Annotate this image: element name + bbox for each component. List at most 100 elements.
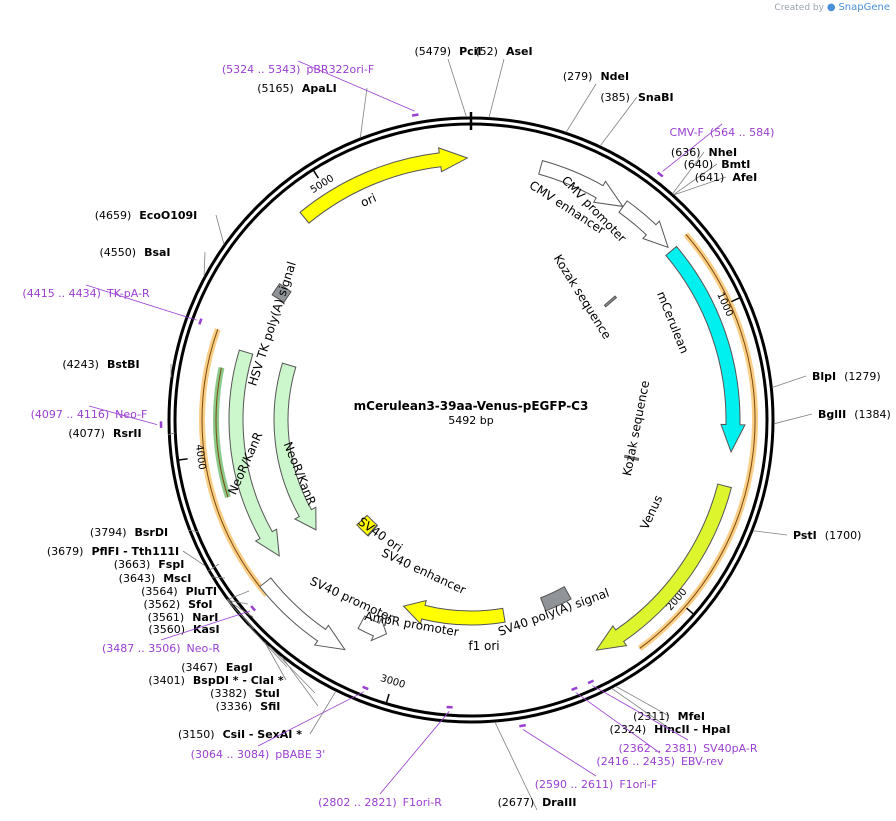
primer-cmv-f[interactable]: CMV-F(564 .. 584): [656, 123, 775, 178]
site-text: (3663) FspI: [114, 558, 185, 571]
site-name: BglII: [818, 408, 846, 421]
site-psti[interactable]: PstI(1700): [752, 529, 861, 542]
site-text: (3564)PluTI: [141, 585, 217, 598]
site-text: (3561)NarI: [148, 611, 219, 624]
site-name: RsrII: [113, 427, 142, 440]
site-pflfi-tth111i[interactable]: (3679)PflFI - Tth111I: [47, 545, 206, 567]
primer-neo-r[interactable]: (3487 .. 3506)Neo-R: [102, 605, 257, 655]
site-position: (4550): [99, 246, 136, 259]
site-ndei[interactable]: (279)NdeI: [563, 70, 629, 133]
site-text: (5165)ApaLI: [257, 82, 337, 95]
primer-ebv-rev[interactable]: (2416 .. 2435)EBV-rev: [571, 686, 724, 768]
primer-tk-pa-r[interactable]: (4415 .. 4434)TK-pA-R: [22, 284, 203, 325]
site-pluti[interactable]: (3564)PluTI: [141, 585, 250, 601]
site-name: BstBI: [107, 358, 140, 371]
primer-pbabe-3-[interactable]: (3064 .. 3084)pBABE 3': [191, 685, 369, 761]
primer-neo-f[interactable]: (4097 .. 4116)Neo-F: [31, 405, 163, 428]
site-position: (3467): [181, 661, 218, 674]
site-position: (3794): [90, 526, 127, 539]
site-bstbi[interactable]: (4243)BstBI: [62, 358, 172, 378]
site-fspi[interactable]: (3663) FspI: [114, 558, 220, 572]
site-bspdi-clai-[interactable]: (3401)BspDI * - ClaI *: [148, 641, 287, 687]
primer-bar: [411, 113, 419, 117]
feature-sv40-poly-a-signal[interactable]: SV40 poly(A) signal: [496, 586, 611, 639]
site-eagi[interactable]: (3467)EagI: [181, 625, 288, 674]
site-text: (4550)BsaI: [99, 246, 170, 259]
primer-sv40pa-r[interactable]: (2362 .. 2381)SV40pA-R: [587, 679, 758, 755]
feature-sv40-ori[interactable]: SV40 ori: [356, 514, 405, 554]
site-nari[interactable]: (3561)NarI: [148, 600, 254, 624]
site-position: (5479): [414, 45, 451, 58]
site-name: MfeI: [678, 710, 705, 723]
site-name: PciI: [459, 45, 481, 58]
primer-range: (3487 .. 3506): [102, 642, 181, 655]
site-hincii-hpai[interactable]: (2324)HincII - HpaI: [610, 688, 731, 736]
tick-label: 4000: [193, 444, 207, 471]
site-pcii[interactable]: (5479) PciI: [414, 45, 482, 118]
feature-kozak-sequence[interactable]: Kozak sequence: [620, 379, 652, 477]
feature-shape: [357, 615, 388, 642]
site-bsai[interactable]: (4550)BsaI: [99, 246, 206, 277]
site-kasi[interactable]: (3560)KasI: [148, 600, 255, 636]
site-position: (385): [600, 91, 630, 104]
snapgene-logo-icon: ●: [826, 2, 836, 13]
site-name: NheI: [709, 146, 738, 159]
site-ecoo109i[interactable]: (4659) EcoO109I: [95, 209, 225, 245]
site-leader-line: [447, 58, 467, 118]
site-apali[interactable]: (5165)ApaLI: [257, 82, 368, 139]
feature-shape: [665, 245, 746, 454]
site-stui[interactable]: (3382)StuI: [210, 645, 316, 700]
primer-layer: (5324 .. 5343)pBR322ori-F CMV-F(564 .. 58…: [22, 60, 775, 809]
feature-shape: [402, 599, 506, 626]
site-position: (4659): [95, 209, 132, 222]
site-name: BspDI * - ClaI *: [193, 674, 284, 687]
feature-shape: [623, 454, 640, 461]
site-name: DraIII: [542, 796, 576, 809]
site-name: FspI: [158, 558, 184, 571]
site-bsrdi[interactable]: (3794)BsrDI: [90, 526, 200, 539]
site-blpi[interactable]: BlpI(1279): [772, 370, 881, 388]
site-position: (2311): [633, 710, 670, 723]
site-mfei[interactable]: (2311) MfeI: [615, 685, 705, 723]
site-snabi[interactable]: (385)SnaBI: [599, 91, 674, 147]
site-leader-line: [264, 641, 287, 681]
primer-leader-line: [592, 685, 689, 741]
feature-shape: [539, 585, 572, 612]
primer-f1ori-r[interactable]: (2802 .. 2821)F1ori-R: [318, 705, 453, 809]
site-sfoi[interactable]: (3562)SfoI: [144, 598, 249, 611]
site-bmti[interactable]: (640)BmtI: [673, 158, 751, 195]
feature-label: SV40 enhancer: [379, 546, 468, 597]
site-leader-line: [227, 600, 254, 618]
site-msci[interactable]: (3643)MscI: [119, 572, 226, 585]
site-name: PflFI - Tth111I: [91, 545, 179, 558]
site-afei[interactable]: (641)AfeI: [673, 171, 757, 196]
primer-leader-line: [85, 284, 197, 321]
site-leader-line: [269, 645, 316, 694]
site-name: AseI: [506, 45, 533, 58]
feature-f1-ori[interactable]: f1 ori: [402, 599, 506, 653]
site-rsrii[interactable]: (4077)RsrII: [68, 427, 176, 440]
primer-pbr322ori-f[interactable]: (5324 .. 5343)pBR322ori-F: [222, 60, 419, 117]
feature-neor-kanr[interactable]: NeoR/KanR: [273, 362, 319, 531]
feature-shape: [618, 200, 669, 249]
site-name: BmtI: [721, 158, 750, 171]
primer-text: (4415 .. 4434)TK-pA-R: [22, 287, 150, 300]
site-text: (640)BmtI: [684, 158, 751, 171]
site-position: (3336): [216, 700, 253, 713]
primer-f1ori-f[interactable]: (2590 .. 2611)F1ori-F: [519, 723, 657, 791]
site-bglii[interactable]: BglII(1384): [773, 408, 891, 425]
site-csii-sexai-[interactable]: (3150)CsiI - SexAI *: [178, 691, 337, 741]
tick-mark: [385, 693, 390, 704]
site-text: (52)AseI: [475, 45, 532, 58]
site-name: EcoO109I: [139, 209, 197, 222]
feature-kozak-sequence[interactable]: Kozak sequence: [551, 252, 618, 342]
site-leader-line: [673, 176, 727, 196]
feature-shape: [259, 577, 346, 651]
site-position: (3663): [114, 558, 151, 571]
feature-ori[interactable]: ori: [299, 147, 469, 224]
site-asei[interactable]: (52)AseI: [475, 45, 533, 118]
site-leader-line: [226, 590, 250, 601]
site-leader-line: [211, 576, 226, 579]
site-draiii[interactable]: (2677)DraIII: [494, 721, 577, 811]
